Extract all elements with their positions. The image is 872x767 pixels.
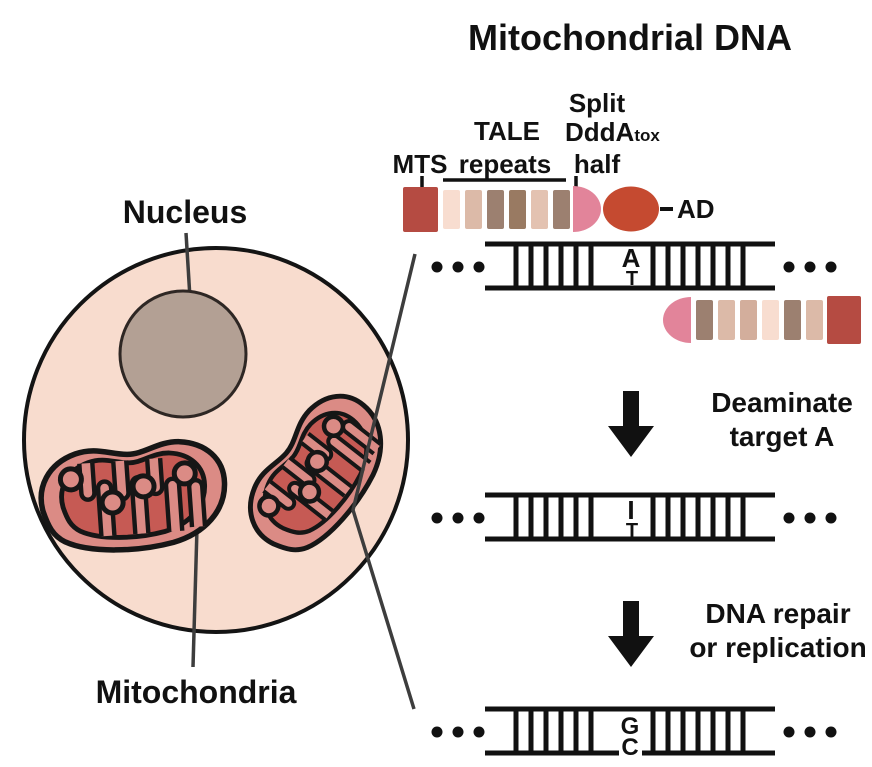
tale-repeat-box <box>740 300 757 340</box>
ddda-label: DddAtox <box>565 117 660 147</box>
tale-label-line1: TALE <box>474 116 540 146</box>
dna-ladder-after: G C <box>432 709 837 761</box>
zoom-lines <box>351 253 417 710</box>
down-arrow-step1 <box>608 391 654 457</box>
ad-label: AD <box>677 194 715 224</box>
dna-ladder-intermediate: I T <box>432 495 837 542</box>
step1-label-line1: Deaminate <box>711 387 853 418</box>
ddda-label-tox: tox <box>634 126 660 145</box>
mitochondria-label: Mitochondria <box>96 674 297 710</box>
ddda-half-domain <box>573 186 601 232</box>
mts-domain <box>827 296 861 344</box>
mts-label: MTS <box>393 149 448 179</box>
step1-label-line2: target A <box>730 421 835 452</box>
tale-repeat-box <box>784 300 801 340</box>
tale-repeat-box <box>531 190 548 229</box>
tale-repeat-box <box>443 190 460 229</box>
base-letter-backdrop <box>619 743 642 757</box>
nucleus-label: Nucleus <box>123 194 247 230</box>
step2-label-line1: DNA repair <box>705 598 850 629</box>
tale-repeat-box <box>487 190 504 229</box>
tale-repeat-box <box>696 300 713 340</box>
page-title: Mitochondrial DNA <box>468 17 792 58</box>
tale-repeat-box <box>553 190 570 229</box>
base-letter-g: G <box>621 713 640 740</box>
editor-construct-top: AD <box>403 186 715 232</box>
base-letter-c: C <box>621 734 638 761</box>
tale-repeat-box <box>718 300 735 340</box>
step2-label-line2: or replication <box>689 632 866 663</box>
nucleus-pointer-line <box>184 232 192 299</box>
dna-ladder-before: A T <box>432 243 837 290</box>
deaminase-domain <box>603 186 659 232</box>
base-letter-target-a: A <box>622 243 641 273</box>
ddda-half-domain <box>663 297 691 343</box>
tale-label-line2: repeats <box>459 149 552 179</box>
editor-construct-bottom <box>663 296 861 344</box>
base-letter-inosine: I <box>627 495 634 525</box>
tale-repeat-box <box>762 300 779 340</box>
mts-domain <box>403 187 438 232</box>
mitochondria-pointer-line <box>191 527 199 668</box>
base-letter-t: T <box>626 268 638 290</box>
base-letter-t: T <box>626 520 638 542</box>
tale-repeat-box <box>806 300 823 340</box>
ddda-label-main: DddA <box>565 117 635 147</box>
half-label: half <box>574 149 621 179</box>
tale-repeat-box <box>465 190 482 229</box>
split-label-line1: Split <box>569 88 626 118</box>
down-arrow-step2 <box>608 601 654 667</box>
tale-repeat-box <box>509 190 526 229</box>
nucleus <box>118 289 248 419</box>
